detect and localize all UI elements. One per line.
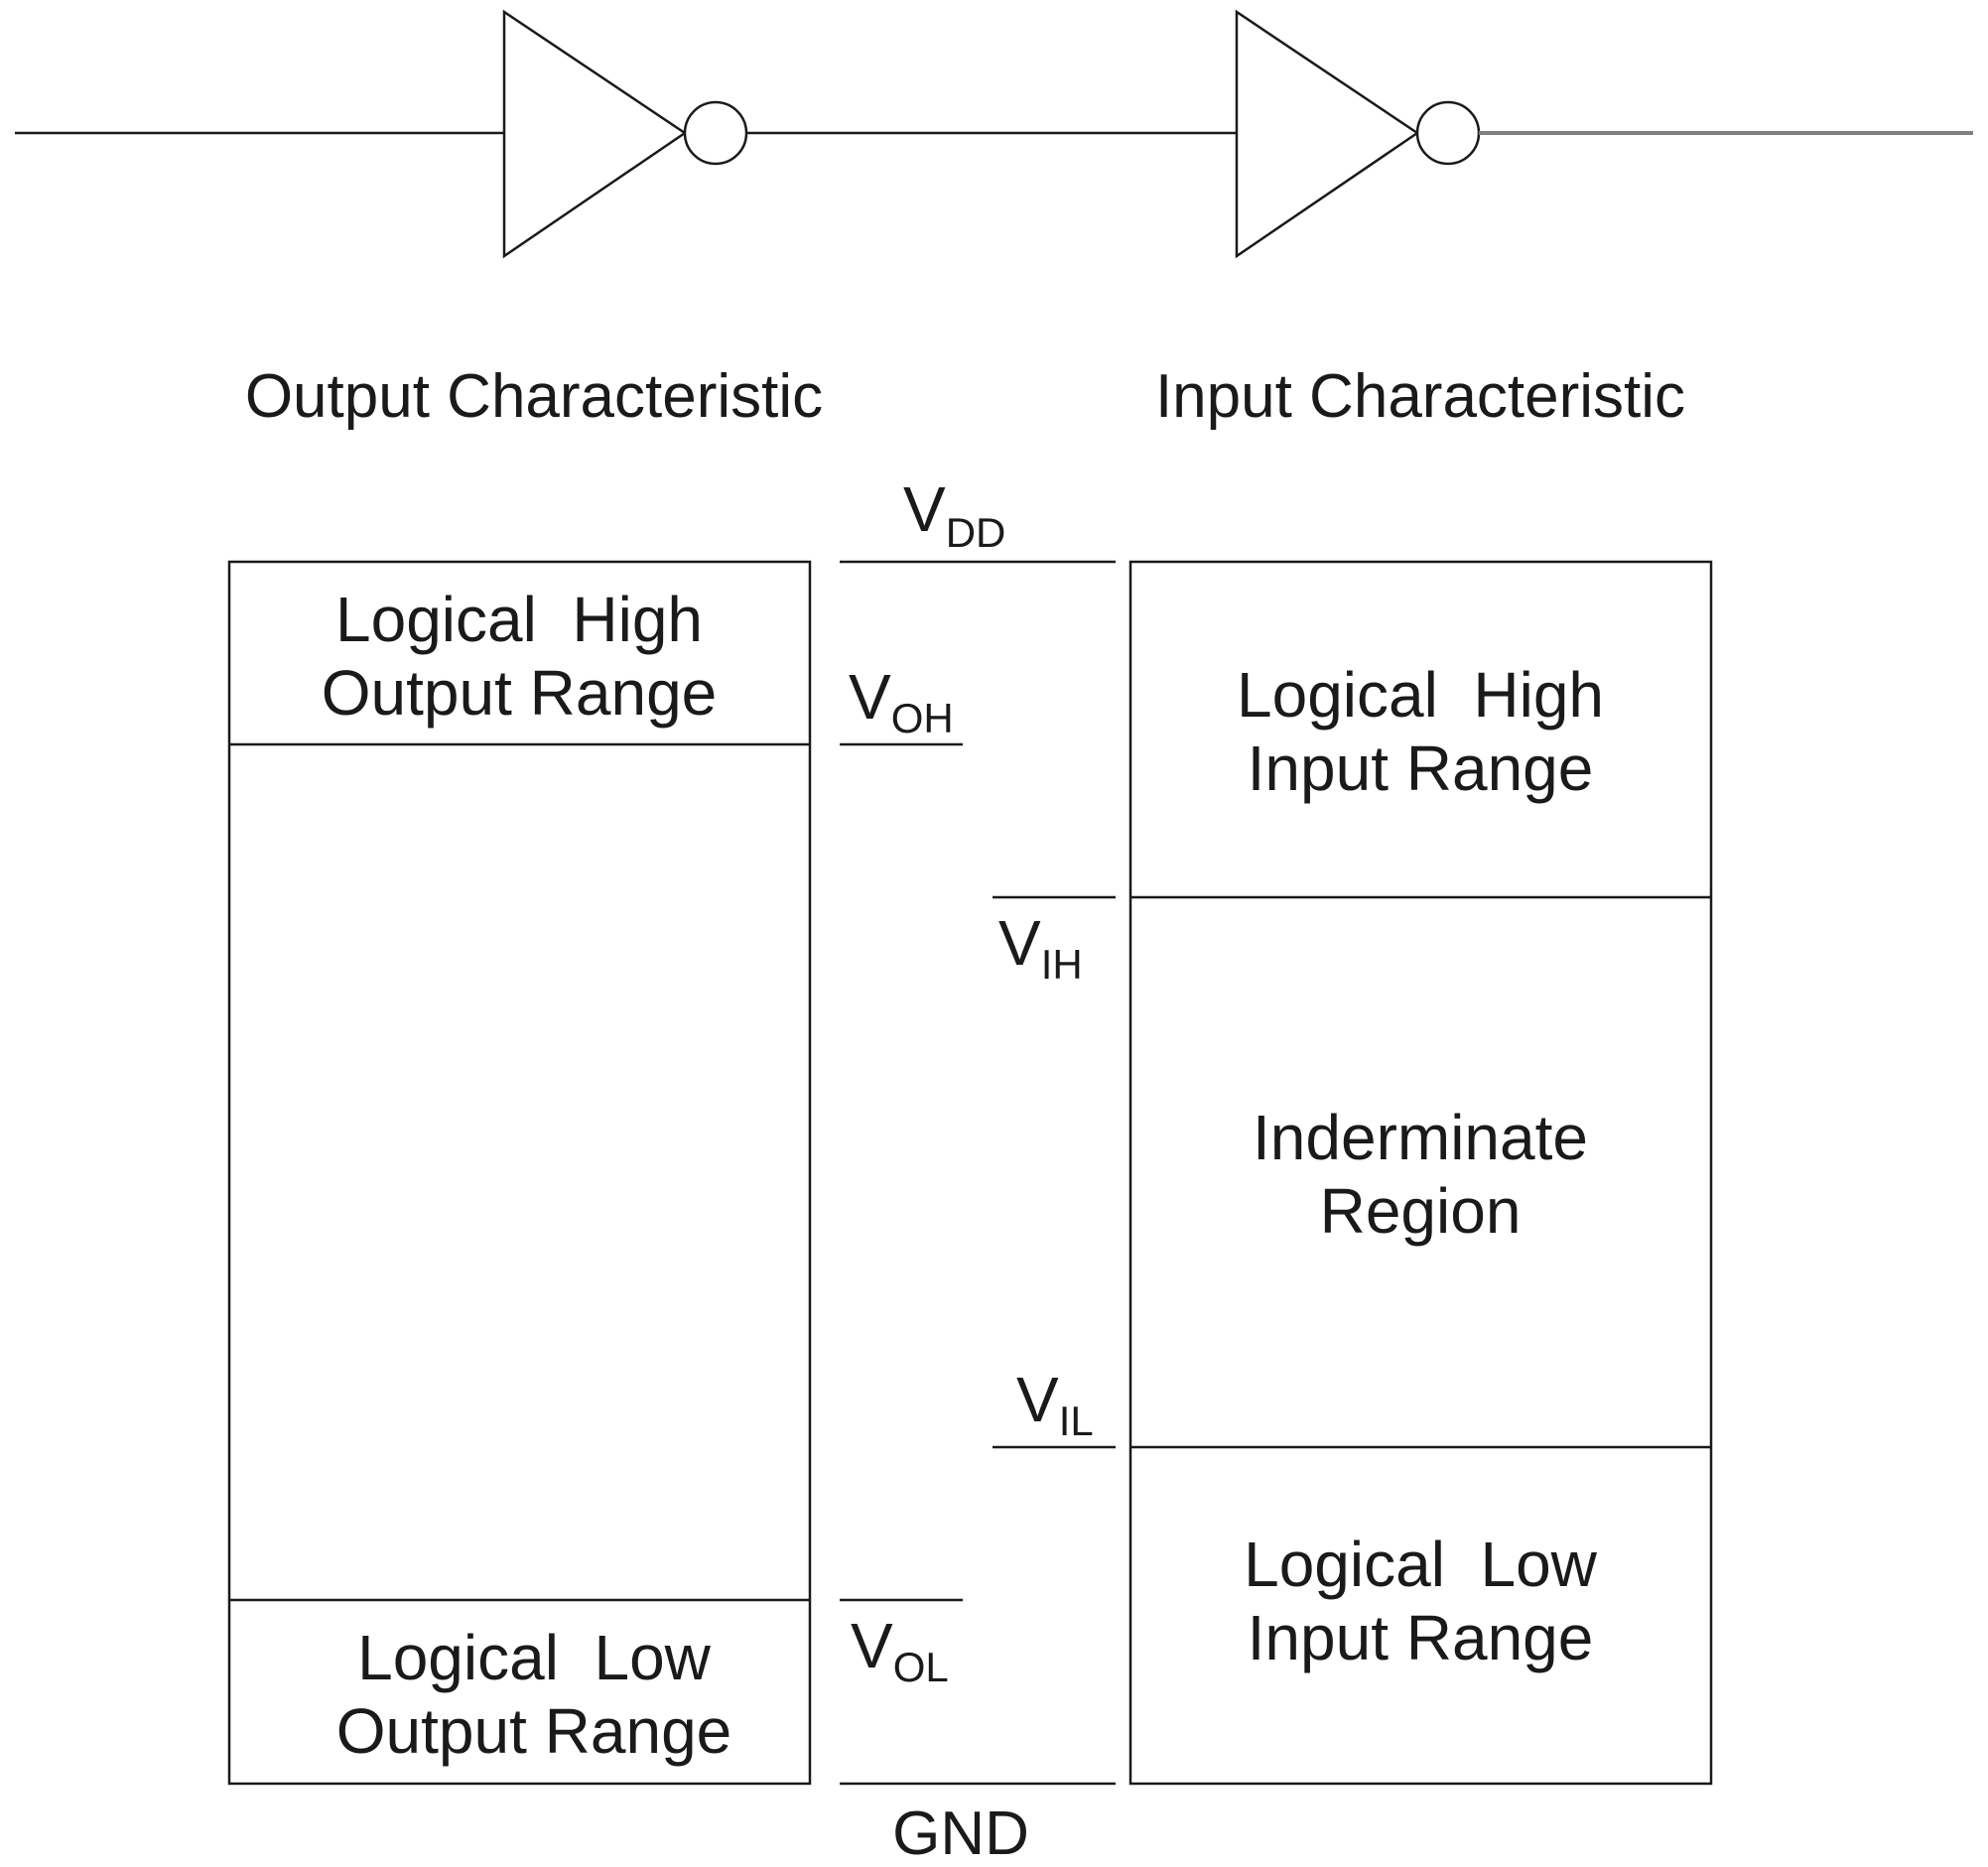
output-high-label-line2: Output Range — [322, 657, 718, 729]
gnd-label: GND — [892, 1800, 1029, 1867]
input-inverter-gate — [1235, 9, 1420, 259]
output-inverter-gate — [502, 9, 688, 259]
indeterminate-label-line1: Inderminate — [1253, 1102, 1588, 1173]
output-outer-box — [227, 560, 812, 1786]
output-low-label-line2: Output Range — [336, 1695, 732, 1767]
output-low-label-line1: Logical Low — [357, 1622, 712, 1693]
output-inverter-bubble — [683, 100, 748, 166]
output-characteristic-heading: Output Characteristic — [245, 362, 823, 431]
input-high-label-line2: Input Range — [1248, 733, 1594, 804]
input-inverter-bubble — [1415, 100, 1481, 166]
voltage-levels: VDD VOH VIH VIL VOL GND — [840, 473, 1116, 1867]
voh-label: VOH — [849, 661, 954, 741]
indeterminate-label-line2: Region — [1320, 1175, 1522, 1247]
inverter-chain — [15, 9, 1973, 259]
input-low-label-line1: Logical Low — [1244, 1529, 1598, 1600]
input-high-label-line1: Logical High — [1237, 659, 1604, 731]
input-low-label-line2: Input Range — [1248, 1602, 1594, 1673]
vdd-label: VDD — [903, 473, 1005, 556]
input-outer-box — [1128, 560, 1713, 1786]
input-characteristic-heading: Input Characteristic — [1155, 362, 1685, 431]
vih-label: VIH — [998, 907, 1083, 988]
vil-label: VIL — [1016, 1364, 1094, 1444]
input-characteristic-box: Logical High Input Range Inderminate Reg… — [1128, 560, 1713, 1786]
vol-label: VOL — [851, 1610, 949, 1690]
output-high-label-line1: Logical High — [335, 584, 703, 655]
output-characteristic-box: Logical High Output Range Logical Low Ou… — [227, 560, 812, 1786]
